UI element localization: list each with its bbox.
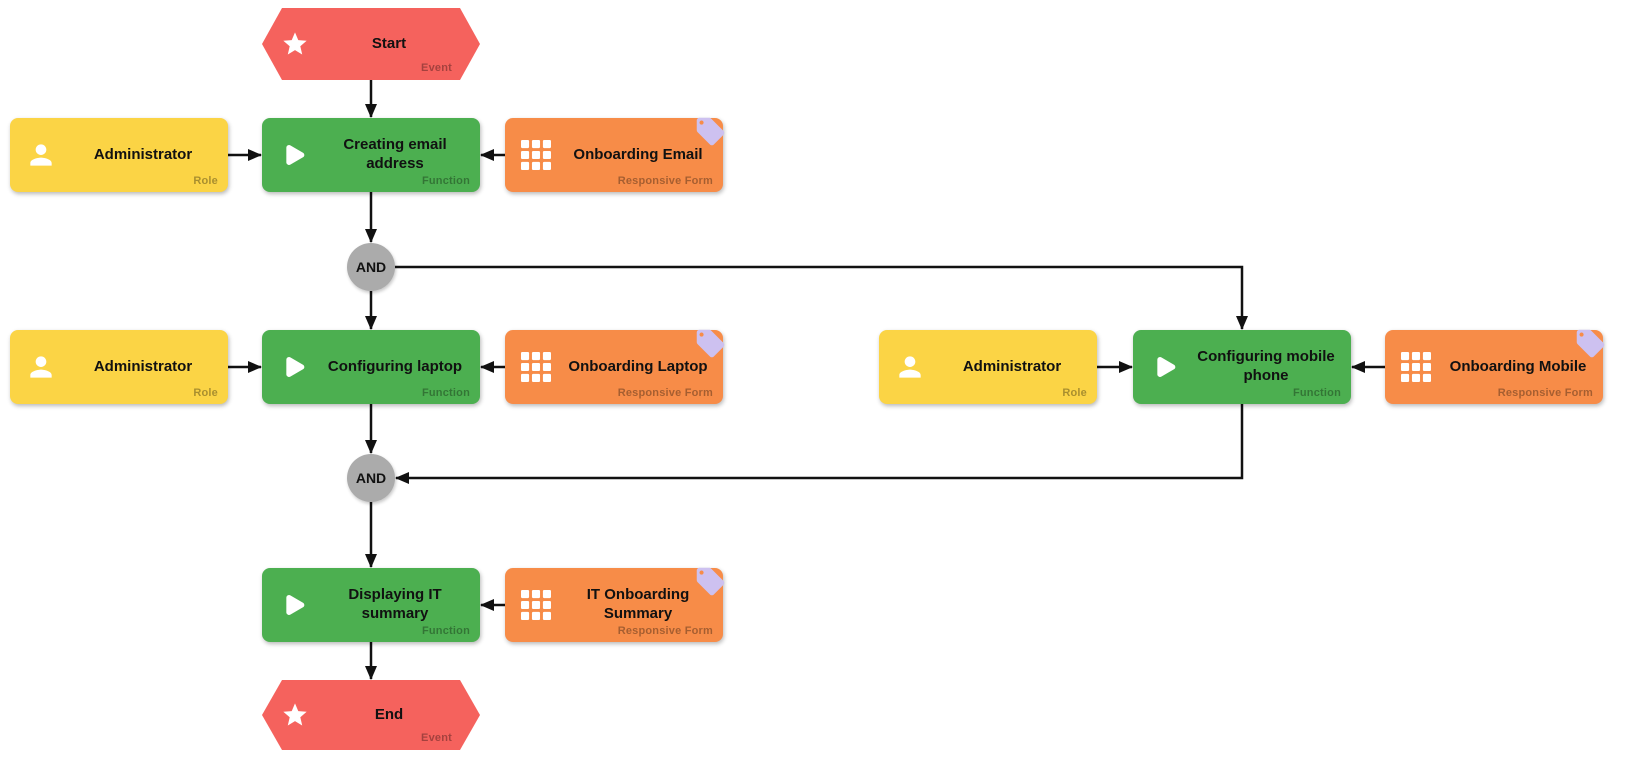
function-creating-email-address[interactable]: Creating email address Function — [262, 118, 480, 192]
tag-icon — [696, 329, 725, 358]
form-it-onboarding-summary[interactable]: IT Onboarding Summary Responsive Form — [505, 567, 725, 642]
node-label: Onboarding Laptop — [568, 357, 708, 375]
node-label: End — [374, 705, 404, 723]
node-type-label: Responsive Form — [617, 175, 713, 187]
event-end[interactable]: End Event — [262, 680, 480, 750]
play-icon — [262, 351, 324, 383]
star-icon — [262, 701, 328, 729]
form-onboarding-mobile[interactable]: Onboarding Mobile Responsive Form — [1385, 329, 1605, 404]
node-type-label: Responsive Form — [617, 625, 713, 637]
function-configuring-laptop[interactable]: Configuring laptop Function — [262, 330, 480, 404]
grid-icon — [1385, 352, 1447, 382]
connector-label: AND — [355, 259, 387, 275]
node-type-label: Role — [1062, 387, 1087, 399]
user-icon — [10, 139, 72, 171]
role-administrator-laptop[interactable]: Administrator Role — [10, 330, 228, 404]
play-icon — [1133, 351, 1195, 383]
grid-icon — [505, 352, 567, 382]
tag-icon — [696, 567, 725, 596]
user-icon — [879, 351, 941, 383]
node-type-label: Function — [421, 175, 470, 187]
node-label: Administrator — [93, 145, 193, 163]
node-label: Administrator — [93, 357, 193, 375]
node-type-label: Responsive Form — [1497, 387, 1593, 399]
edge-arrow — [395, 265, 1248, 330]
node-type-label: Function — [1292, 387, 1341, 399]
node-type-label: Event — [421, 62, 452, 74]
function-displaying-it-summary[interactable]: Displaying IT summary Function — [262, 568, 480, 642]
node-label: Configuring laptop — [327, 357, 463, 375]
node-type-label: Function — [421, 387, 470, 399]
node-type-label: Event — [421, 732, 452, 744]
tag-icon — [1576, 329, 1605, 358]
function-configuring-mobile-phone[interactable]: Configuring mobile phone Function — [1133, 330, 1351, 404]
form-onboarding-email[interactable]: Onboarding Email Responsive Form — [505, 117, 725, 192]
role-administrator-email[interactable]: Administrator Role — [10, 118, 228, 192]
tag-icon — [696, 117, 725, 146]
node-type-label: Role — [193, 387, 218, 399]
node-label: Displaying IT summary — [348, 586, 442, 622]
node-label: Start — [371, 34, 407, 52]
node-label: Administrator — [962, 357, 1062, 375]
play-icon — [262, 589, 324, 621]
node-label: Configuring mobile phone — [1197, 348, 1335, 384]
connector-label: AND — [355, 470, 387, 486]
node-label: Onboarding Email — [573, 145, 703, 163]
edge-arrow — [395, 404, 1244, 484]
grid-icon — [505, 140, 567, 170]
node-label: Creating email address — [343, 136, 447, 172]
node-type-label: Function — [421, 625, 470, 637]
grid-icon — [505, 590, 567, 620]
user-icon — [10, 351, 72, 383]
role-administrator-mobile[interactable]: Administrator Role — [879, 330, 1097, 404]
node-type-label: Responsive Form — [617, 387, 713, 399]
form-onboarding-laptop[interactable]: Onboarding Laptop Responsive Form — [505, 329, 725, 404]
play-icon — [262, 139, 324, 171]
and-connector-1[interactable]: AND — [347, 243, 395, 291]
node-label: IT Onboarding Summary — [586, 586, 690, 622]
node-type-label: Role — [193, 175, 218, 187]
and-connector-2[interactable]: AND — [347, 454, 395, 502]
star-icon — [262, 30, 328, 58]
node-label: Onboarding Mobile — [1449, 357, 1587, 375]
event-start[interactable]: Start Event — [262, 8, 480, 80]
